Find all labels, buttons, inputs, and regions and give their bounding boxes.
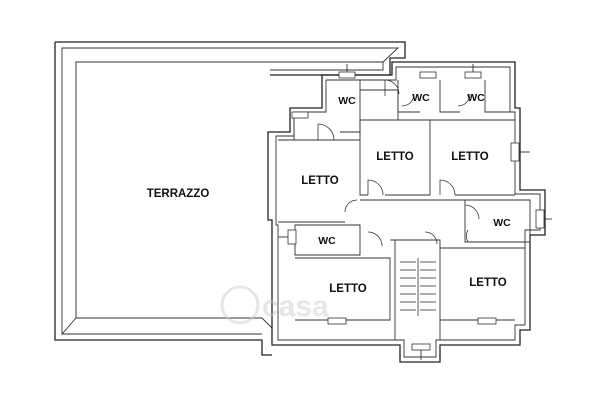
room-label-letto-bottom-left: LETTO xyxy=(329,283,367,295)
room-label-wc-mid-left: WC xyxy=(318,235,336,247)
room-label-wc-top-right: WC xyxy=(467,92,485,104)
room-label-letto-top-mid: LETTO xyxy=(376,151,414,163)
window-fixtures xyxy=(278,64,552,360)
terrace-walls xyxy=(54,41,406,356)
room-label-wc-mid-right: WC xyxy=(493,217,511,229)
staircase xyxy=(400,258,436,316)
room-label-wc-top-left: WC xyxy=(338,95,356,107)
watermark: casa xyxy=(220,285,329,325)
interior-walls xyxy=(278,79,531,340)
door-swings xyxy=(317,79,480,247)
room-label-letto-left: LETTO xyxy=(301,175,339,187)
room-label-letto-bottom-right: LETTO xyxy=(469,277,507,289)
room-label-wc-top-mid: WC xyxy=(412,92,430,104)
room-label-letto-top-right: LETTO xyxy=(451,151,489,163)
watermark-text: casa xyxy=(262,290,329,323)
room-label-terrazzo: TERRAZZO xyxy=(147,188,210,200)
